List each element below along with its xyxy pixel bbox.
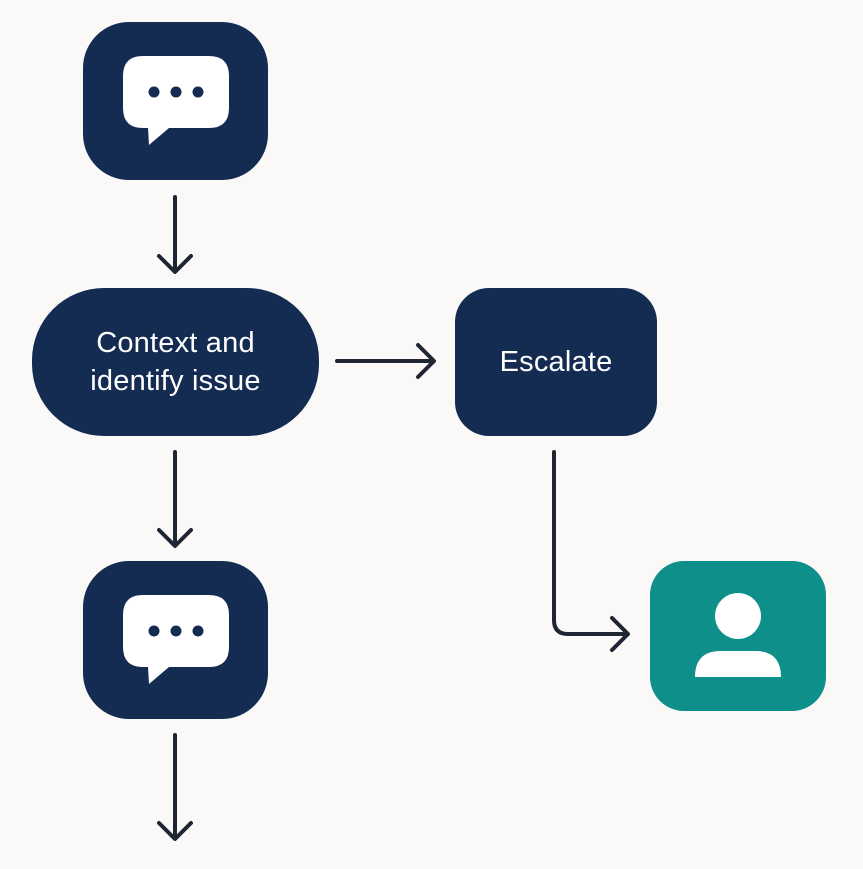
chat-node-top[interactable] <box>83 22 268 180</box>
chat-node-bottom[interactable] <box>83 561 268 719</box>
arrow-context-to-chat <box>157 450 193 548</box>
agent-node[interactable] <box>650 561 826 711</box>
arrow-chat-down <box>157 733 193 841</box>
context-label-line1: Context and <box>96 327 255 359</box>
arrow-chat-to-context <box>157 195 193 274</box>
escalate-node[interactable]: Escalate <box>455 288 657 436</box>
person-icon <box>695 593 781 677</box>
escalate-node-label: Escalate <box>499 346 613 378</box>
context-node-label: Context and identify issue <box>90 324 260 400</box>
arrow-context-to-escalate <box>335 343 436 379</box>
arrow-escalate-to-agent <box>552 450 630 652</box>
chat-bubble-icon <box>122 595 229 684</box>
context-node[interactable]: Context and identify issue <box>32 288 319 436</box>
context-label-line2: identify issue <box>90 365 261 397</box>
chat-bubble-icon <box>122 56 229 145</box>
